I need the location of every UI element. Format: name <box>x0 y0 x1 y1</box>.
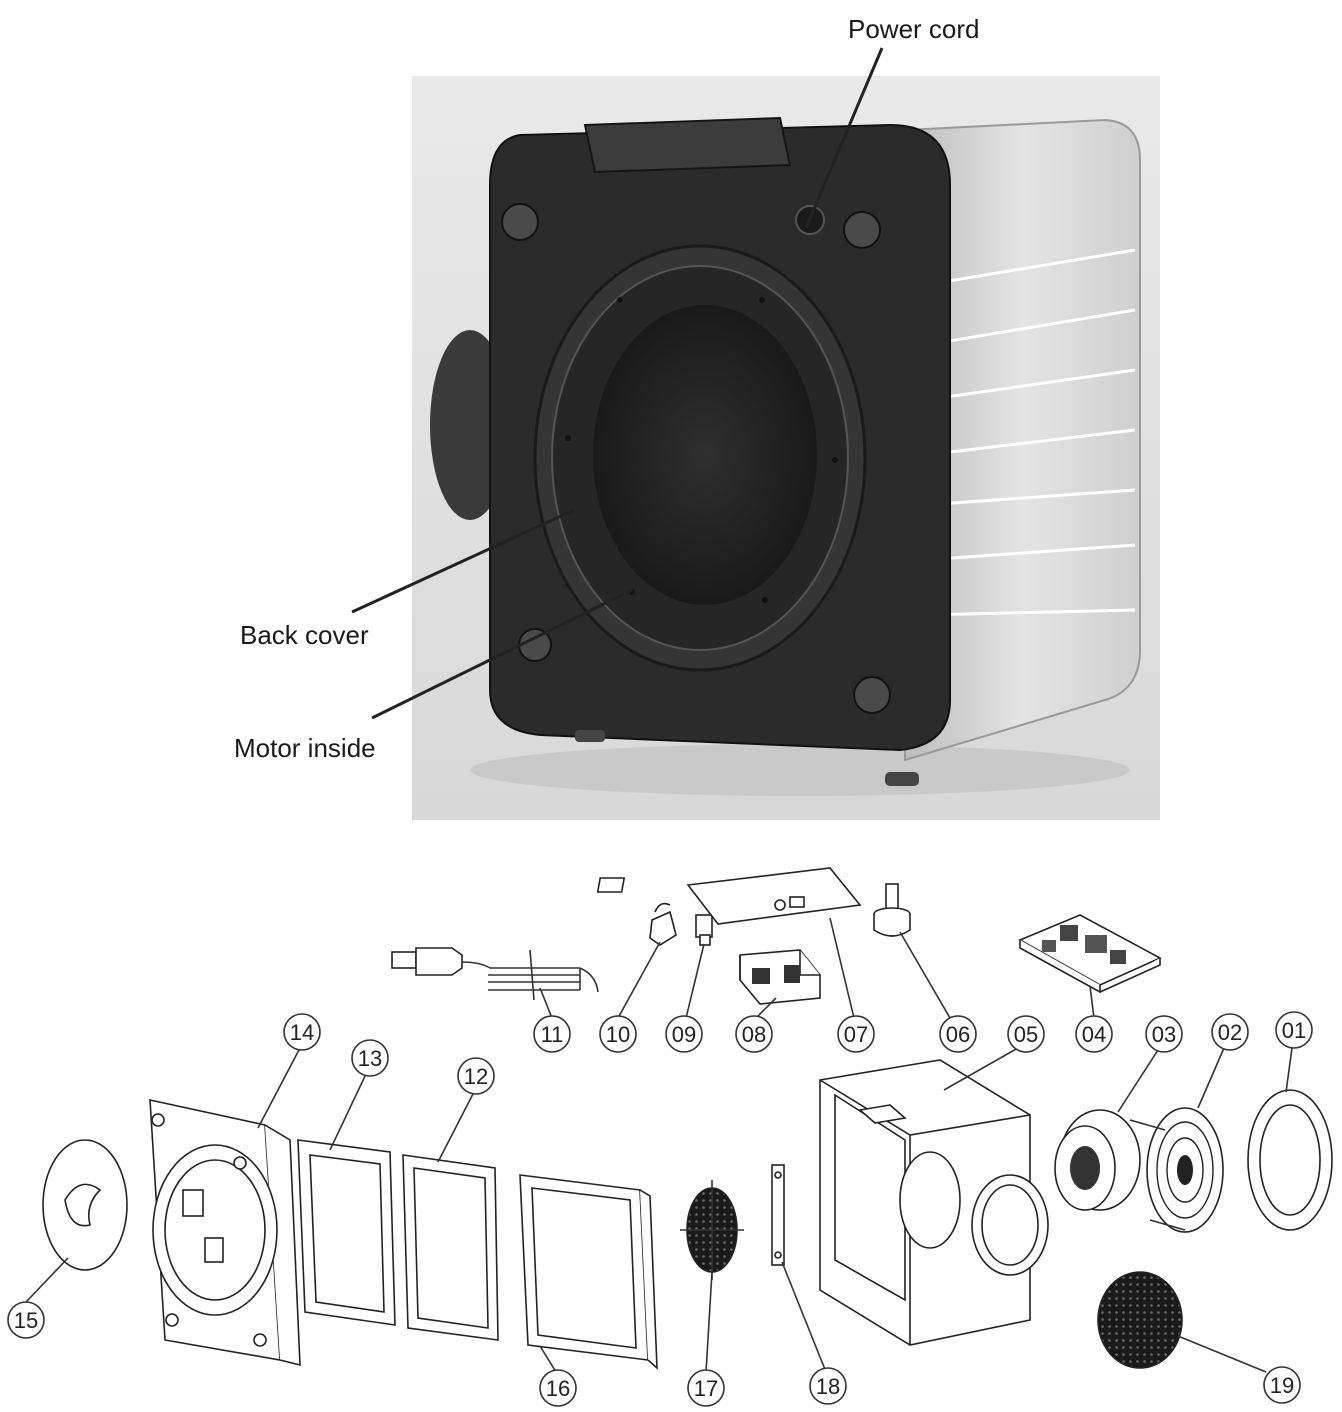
svg-text:05: 05 <box>1014 1022 1038 1047</box>
product-photo <box>412 76 1160 820</box>
svg-text:10: 10 <box>606 1022 630 1047</box>
svg-text:17: 17 <box>694 1376 718 1401</box>
part-02-motor-guard <box>1129 1107 1224 1233</box>
svg-text:06: 06 <box>946 1022 970 1047</box>
svg-text:03: 03 <box>1152 1022 1176 1047</box>
svg-text:18: 18 <box>816 1374 840 1399</box>
part-label-02: 02 <box>1211 1013 1249 1051</box>
svg-text:11: 11 <box>541 1022 564 1047</box>
svg-text:02: 02 <box>1218 1020 1242 1045</box>
part-03-motor <box>1054 1109 1141 1211</box>
part-label-05: 05 <box>1007 1015 1045 1053</box>
part-label-12: 12 <box>457 1057 495 1095</box>
power-cord-leader <box>804 47 884 229</box>
part-06-knob <box>873 883 911 937</box>
svg-text:14: 14 <box>290 1020 314 1045</box>
part-13-filter <box>297 1139 396 1326</box>
svg-text:08: 08 <box>742 1022 766 1047</box>
svg-text:01: 01 <box>1282 1018 1306 1043</box>
part-label-06: 06 <box>939 1015 977 1053</box>
part-label-19: 19 <box>1263 1366 1301 1404</box>
part-10-switch <box>649 902 677 946</box>
part-08-control-box <box>739 949 821 1005</box>
part-09-switch <box>695 914 713 946</box>
part-label-18: 18 <box>809 1367 847 1405</box>
part-label-01: 01 <box>1275 1011 1313 1049</box>
exploded-view <box>42 867 1333 1370</box>
svg-text:09: 09 <box>672 1022 696 1047</box>
svg-text:13: 13 <box>358 1046 382 1071</box>
part-01-back-ring <box>1247 1089 1333 1231</box>
part-label-04: 04 <box>1075 1015 1113 1053</box>
part-label-17: 17 <box>687 1369 725 1407</box>
part-number-labels: 01 02 03 04 05 06 07 08 09 10 11 12 13 1… <box>7 1011 1313 1407</box>
part-04-circuit-board <box>1018 914 1162 994</box>
svg-text:04: 04 <box>1082 1022 1106 1047</box>
part-label-10: 10 <box>599 1015 637 1053</box>
part-label-08: 08 <box>735 1015 773 1053</box>
part-label-15: 15 <box>7 1301 45 1339</box>
part-label-11: 11 <box>533 1015 571 1053</box>
callout-back-cover: Back cover <box>240 620 369 650</box>
part-12-filter <box>402 1154 499 1341</box>
part-label-16: 16 <box>539 1369 577 1407</box>
motor-inside-leader <box>371 588 633 720</box>
callout-motor-inside: Motor inside <box>234 733 376 763</box>
part-leaders <box>25 917 1293 1373</box>
back-cover-leader <box>351 508 575 614</box>
part-16-filter <box>519 1174 658 1370</box>
part-label-09: 09 <box>665 1015 703 1053</box>
svg-text:16: 16 <box>546 1376 570 1401</box>
motor-inside <box>593 305 817 605</box>
part-label-07: 07 <box>837 1015 875 1053</box>
part-19-mesh-filter <box>1097 1271 1183 1369</box>
svg-text:12: 12 <box>464 1064 488 1089</box>
part-label-14: 14 <box>283 1013 321 1051</box>
svg-text:07: 07 <box>844 1022 868 1047</box>
part-07-control-plate <box>596 867 862 925</box>
part-15-end-cap <box>42 1139 128 1271</box>
part-11-power-cord <box>391 947 599 1001</box>
svg-text:19: 19 <box>1270 1373 1294 1398</box>
part-label-03: 03 <box>1145 1015 1183 1053</box>
part-17-fan-guard <box>680 1180 744 1280</box>
svg-text:15: 15 <box>14 1308 38 1333</box>
part-18-bracket <box>771 1164 785 1266</box>
part-label-13: 13 <box>351 1039 389 1077</box>
part-05-housing <box>819 1059 1049 1346</box>
callout-power-cord: Power cord <box>848 14 980 44</box>
part-14-front-frame <box>149 1098 301 1367</box>
